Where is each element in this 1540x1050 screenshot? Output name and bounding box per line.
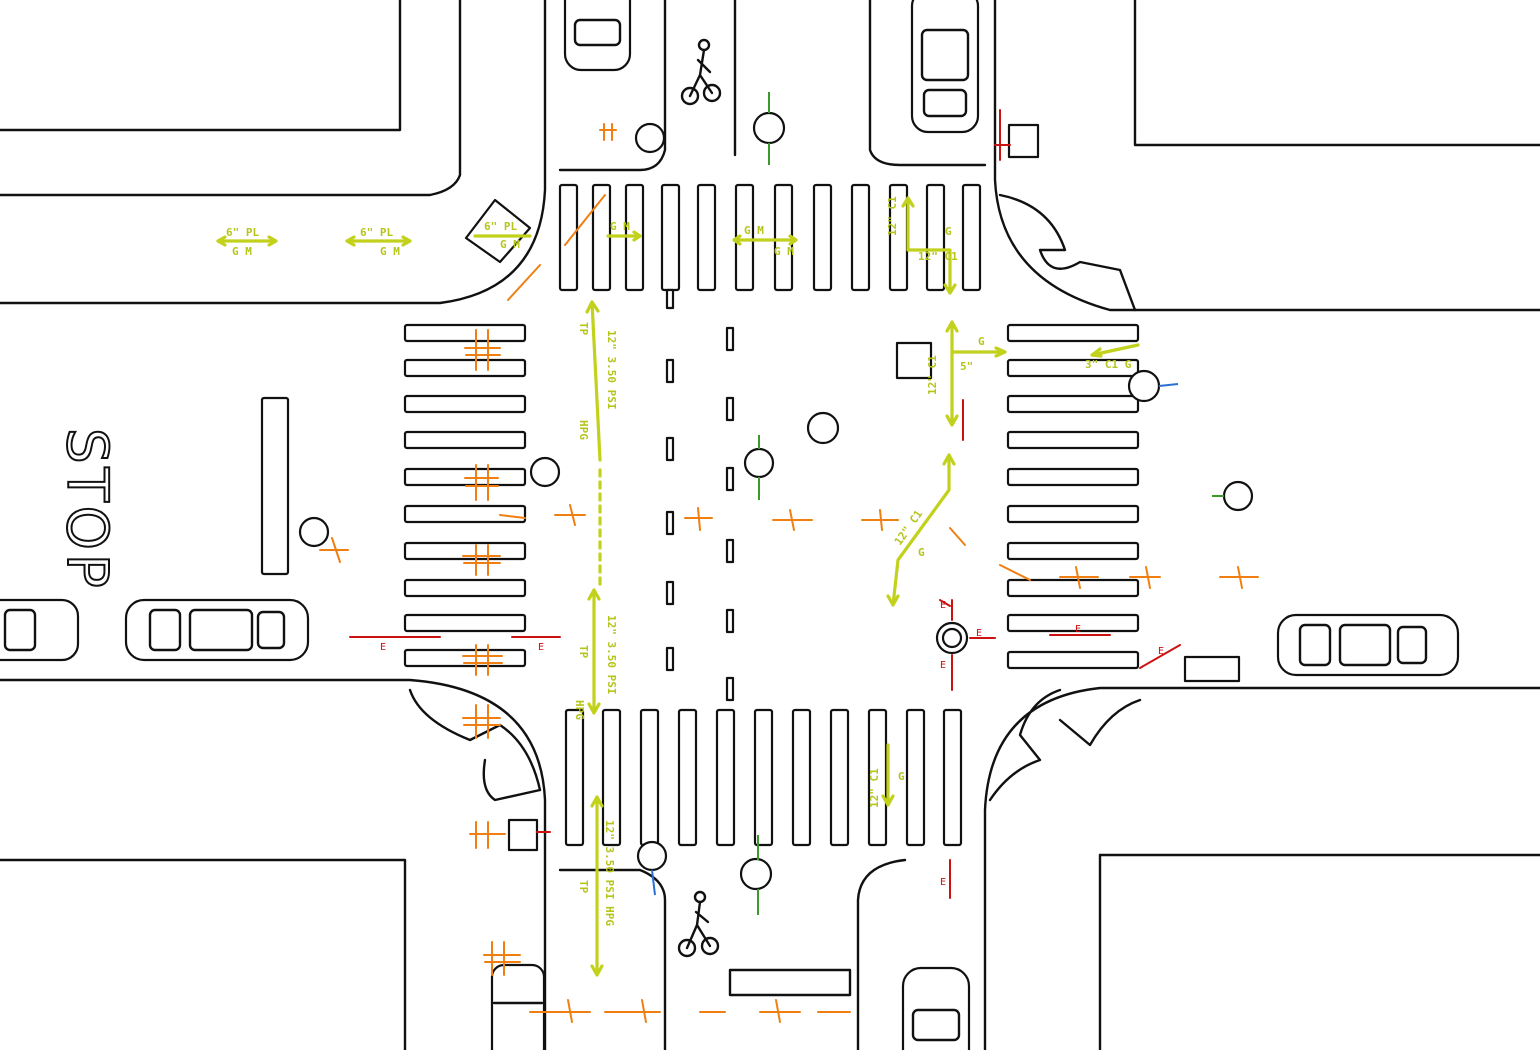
svg-text:5": 5" — [960, 360, 973, 373]
crosswalk-east — [1006, 323, 1140, 670]
svg-text:12" 3.50 PSI HPG: 12" 3.50 PSI HPG — [603, 820, 616, 926]
car-north-left — [563, 0, 632, 72]
car-north-right — [910, 0, 980, 134]
svg-text:12" 3.50 PSI: 12" 3.50 PSI — [605, 330, 618, 409]
svg-text:E: E — [1075, 624, 1081, 635]
svg-text:G M: G M — [380, 245, 400, 258]
svg-text:G: G — [918, 546, 925, 559]
svg-text:G: G — [978, 335, 985, 348]
utility-boxes — [464, 123, 1241, 852]
svg-text:E: E — [1158, 646, 1164, 657]
cars — [0, 0, 1460, 1050]
svg-text:12" C1: 12" C1 — [918, 250, 958, 263]
svg-text:TP: TP — [577, 645, 590, 659]
car-west-1 — [0, 598, 80, 662]
svg-text:TP: TP — [577, 322, 590, 336]
svg-text:G: G — [945, 225, 952, 238]
car-east — [1276, 613, 1460, 677]
svg-text:HPG: HPG — [577, 420, 590, 440]
svg-text:G: G — [898, 770, 905, 783]
svg-text:6" PL: 6" PL — [484, 220, 517, 233]
svg-text:G M: G M — [610, 220, 630, 233]
crosswalk-south — [564, 708, 963, 847]
crosswalk-west — [403, 323, 527, 668]
svg-text:G M: G M — [232, 245, 252, 258]
car-west-2 — [124, 598, 310, 662]
yellow-specs: 6" PL G M 6" PL G M 6" PL G M G M G M G … — [216, 196, 1140, 977]
svg-text:G M: G M — [774, 245, 794, 258]
svg-text:E: E — [940, 660, 946, 671]
svg-text:G M: G M — [744, 224, 764, 237]
svg-text:TP: TP — [577, 880, 590, 894]
svg-text:E: E — [940, 600, 946, 611]
cyclist-south — [677, 890, 720, 958]
svg-text:E: E — [976, 628, 982, 639]
svg-text:E: E — [940, 877, 946, 888]
svg-text:12" C1: 12" C1 — [926, 355, 939, 395]
svg-text:HPG: HPG — [573, 700, 586, 720]
svg-text:G M: G M — [500, 238, 520, 251]
stop-bar — [260, 396, 290, 576]
car-south-right — [901, 966, 971, 1050]
svg-text:12" C1: 12" C1 — [886, 196, 899, 236]
car-south-left — [490, 963, 546, 1050]
svg-text:3" C1 G: 3" C1 G — [1085, 358, 1132, 371]
stop-road-marking: STOP — [54, 428, 119, 592]
svg-text:12" 3.50 PSI: 12" 3.50 PSI — [605, 615, 618, 694]
lane-dashes — [665, 288, 735, 702]
red-marks: E E E E E E E E — [349, 109, 1181, 899]
svg-text:12" C1: 12" C1 — [868, 768, 881, 808]
svg-text:6" PL: 6" PL — [226, 226, 259, 239]
svg-text:6" PL: 6" PL — [360, 226, 393, 239]
orange-marks — [319, 123, 1259, 1023]
svg-text:E: E — [380, 642, 386, 653]
manholes — [298, 92, 1254, 915]
cyclist-north — [680, 38, 722, 106]
svg-text:E: E — [538, 642, 544, 653]
